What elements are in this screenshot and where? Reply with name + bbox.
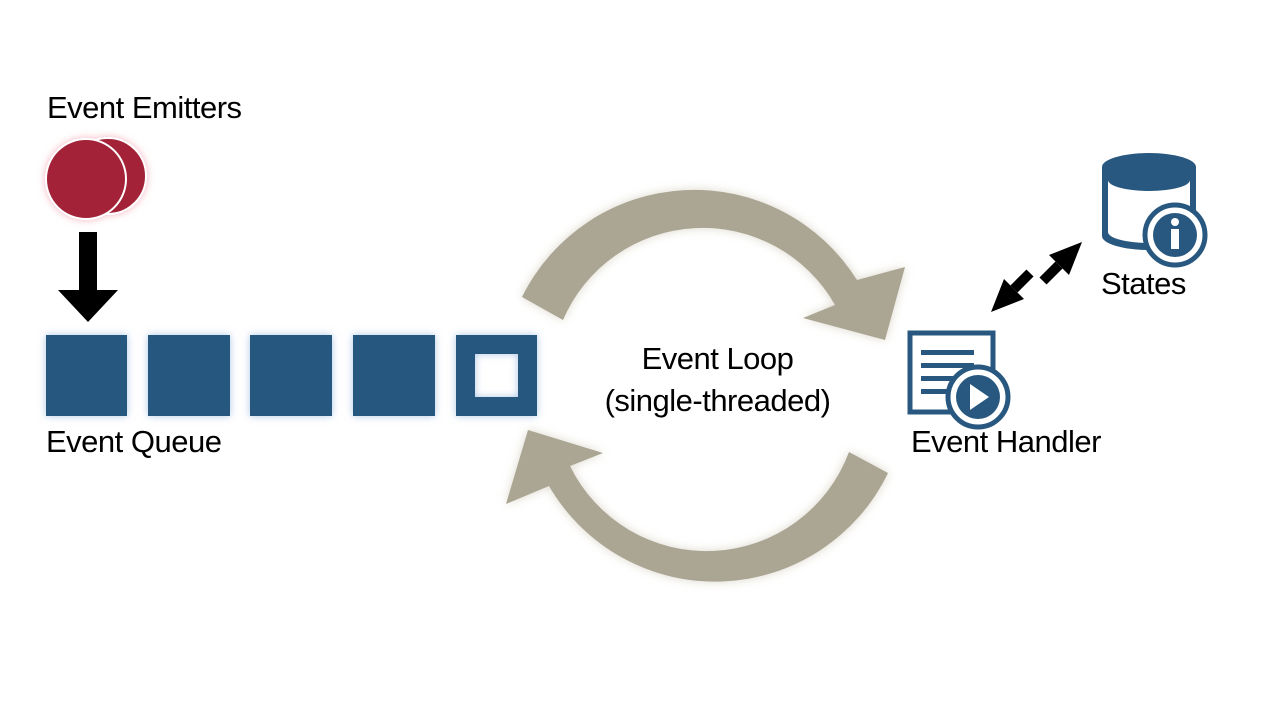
handler-icon <box>907 330 1011 430</box>
queue-slot <box>46 335 127 416</box>
loop-arrow-top <box>522 189 905 340</box>
queue-label: Event Queue <box>46 424 222 459</box>
loop-title: Event Loop <box>641 341 794 376</box>
queue-slot <box>148 335 230 416</box>
states-label: States <box>1101 266 1186 301</box>
states-icon <box>1102 153 1208 268</box>
loop-subtitle: (single-threaded) <box>604 383 831 418</box>
down-arrow-icon <box>58 232 118 322</box>
loop-arrow-bottom <box>506 430 888 582</box>
queue-slot <box>353 335 435 416</box>
loop-arrows <box>506 189 905 582</box>
emitter-circle-front <box>45 138 127 220</box>
handler-label: Event Handler <box>911 424 1101 459</box>
loop-label: Event Loop (single-threaded) <box>560 338 875 422</box>
emitters-icon <box>45 137 147 220</box>
bidirectional-arrow-icon <box>991 242 1082 312</box>
queue-slot-empty <box>456 335 537 416</box>
queue-slot <box>250 335 332 416</box>
event-queue <box>46 335 537 416</box>
emitters-label: Event Emitters <box>47 90 242 125</box>
